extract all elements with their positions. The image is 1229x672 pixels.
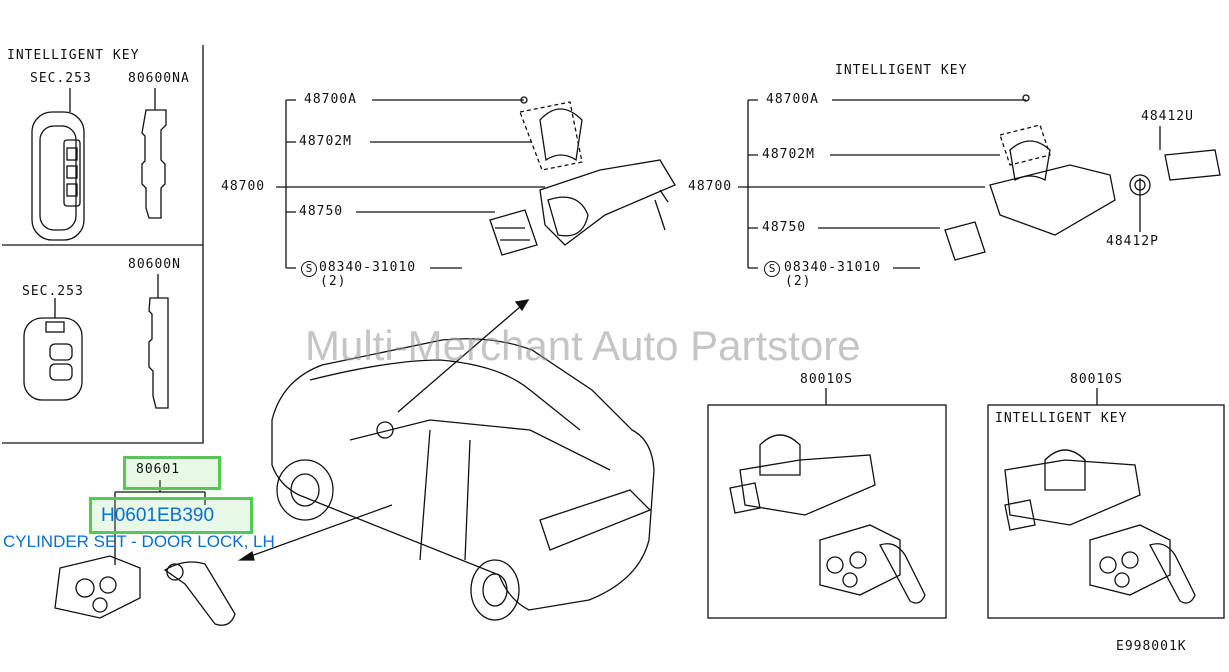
hotspot-80601[interactable]: 80601 bbox=[123, 456, 221, 490]
bolt-qty-label-right: (2) bbox=[785, 274, 812, 289]
bolt-symbol-right: S bbox=[764, 261, 780, 277]
kit-80010s-right-drawing bbox=[1004, 449, 1196, 604]
part-number: H0601EB390 bbox=[101, 505, 215, 526]
part-description: CYLINDER SET - DOOR LOCK, LH bbox=[3, 532, 275, 551]
watermark: Multi-Merchant Auto Partstore bbox=[305, 322, 861, 369]
left-panel-frame bbox=[2, 45, 204, 444]
leader-lines-right-assembly bbox=[738, 99, 1161, 269]
pointer-arrows bbox=[237, 299, 530, 561]
bolt-part-label-left: 08340-31010 bbox=[319, 260, 417, 275]
kit-80010s-label-right: 80010S bbox=[1070, 372, 1123, 387]
part-48412p-label: 48412P bbox=[1106, 234, 1159, 249]
part-48750-label-right: 48750 bbox=[762, 220, 807, 235]
kit-80010s-label-left: 80010S bbox=[800, 372, 853, 387]
part-48750-label-left: 48750 bbox=[299, 204, 344, 219]
part-80600na-label: 80600NA bbox=[128, 71, 190, 86]
steering-lock-assembly-left-drawing bbox=[489, 96, 676, 256]
sec253-label-top: SEC.253 bbox=[30, 71, 92, 86]
intelligent-key-header-right: INTELLIGENT KEY bbox=[835, 63, 968, 78]
part-48700-label-right: 48700 bbox=[688, 179, 733, 194]
kit-80010s-left-drawing bbox=[729, 434, 926, 604]
part-80601-label: 80601 bbox=[136, 462, 181, 477]
part-48702m-label-left: 48702M bbox=[299, 134, 352, 149]
steering-lock-assembly-right-drawing bbox=[944, 94, 1221, 261]
part-48702m-label-right: 48702M bbox=[762, 147, 815, 162]
bolt-part-label-right: 08340-31010 bbox=[784, 260, 882, 275]
part-number-hotspot[interactable]: H0601EB390 bbox=[89, 497, 253, 534]
part-48700a-label-right: 48700A bbox=[766, 92, 819, 107]
part-48700a-label-left: 48700A bbox=[304, 92, 357, 107]
kit-box-80010s-left bbox=[707, 404, 947, 619]
key-blade-80600n-drawing bbox=[148, 274, 169, 409]
key-fob-80600n-drawing bbox=[23, 298, 83, 401]
key-blade-80600na-drawing bbox=[141, 88, 167, 219]
bolt-qty-label-left: (2) bbox=[320, 274, 347, 289]
bolt-symbol-left: S bbox=[301, 261, 317, 277]
intelligent-key-header-left: INTELLIGENT KEY bbox=[7, 48, 140, 63]
sec253-label-bottom: SEC.253 bbox=[22, 284, 84, 299]
kit-box-leaders bbox=[825, 388, 1098, 405]
leader-lines-left-assembly bbox=[276, 99, 545, 269]
vehicle-drawing bbox=[271, 338, 655, 621]
part-80600n-label: 80600N bbox=[128, 257, 181, 272]
intelligent-key-box-label: INTELLIGENT KEY bbox=[995, 411, 1128, 426]
diagram-id: E998001K bbox=[1116, 639, 1187, 654]
door-lock-cylinder-drawing bbox=[54, 480, 236, 626]
kit-box-80010s-right bbox=[987, 404, 1225, 619]
intelligent-key-fob-drawing bbox=[31, 88, 85, 241]
part-48412u-label: 48412U bbox=[1141, 109, 1194, 124]
part-48700-label-left: 48700 bbox=[221, 179, 266, 194]
